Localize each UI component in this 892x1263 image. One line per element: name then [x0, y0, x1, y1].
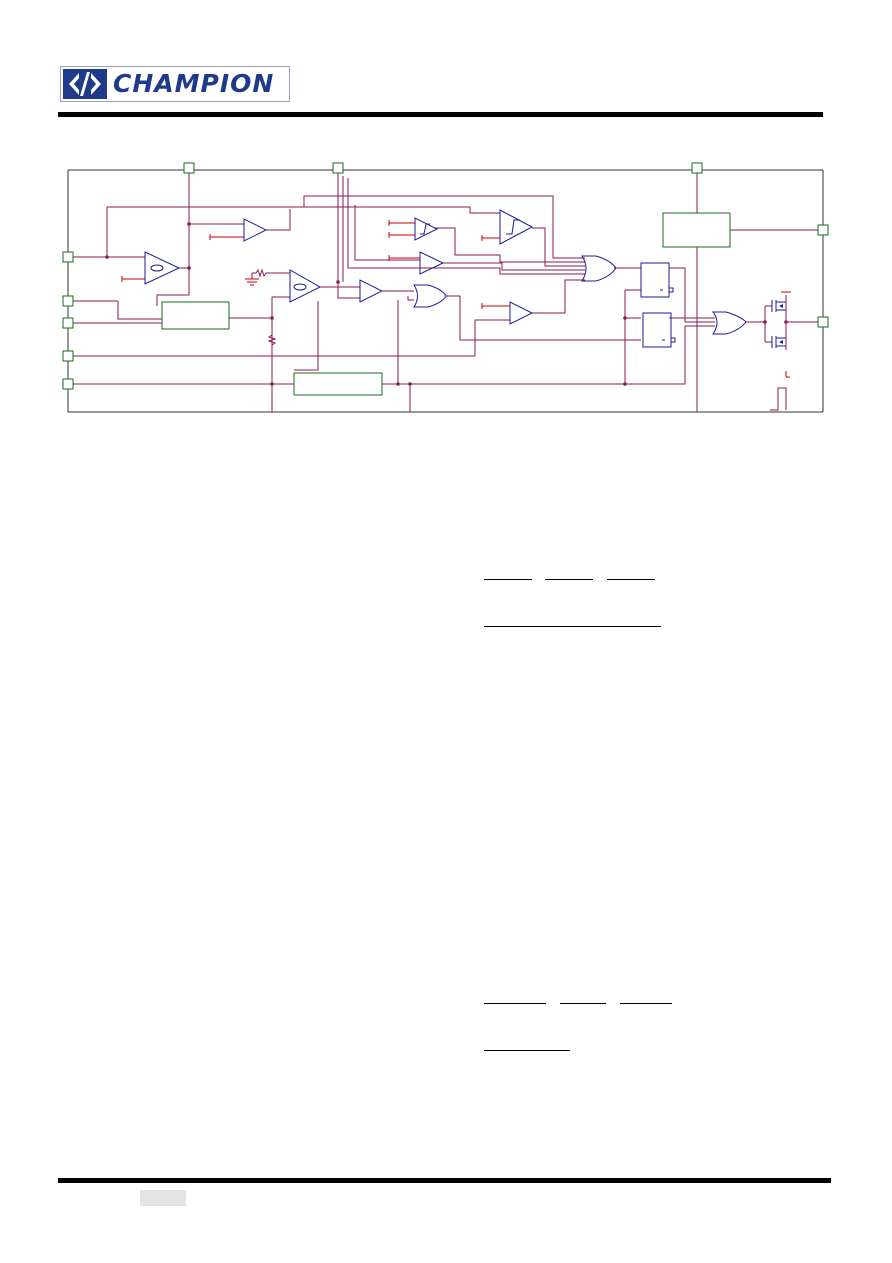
error-amplifier — [144, 251, 181, 285]
pin-top-2 — [332, 162, 344, 174]
schmitt-2 — [499, 209, 534, 245]
output-stage — [771, 300, 786, 348]
comparator-2 — [419, 251, 445, 275]
wire-junctions — [105, 222, 788, 386]
pin-right-2 — [817, 316, 829, 328]
block-soft-start — [161, 301, 230, 330]
pin-left-4 — [62, 350, 74, 362]
buffer — [359, 279, 384, 303]
or-gate-3 — [711, 311, 747, 335]
pin-top-3 — [691, 162, 703, 174]
pins — [62, 162, 829, 390]
equation-1-denominator — [484, 626, 661, 627]
resistor-1 — [252, 268, 290, 278]
block-regulator — [662, 212, 731, 248]
or-gate-2 — [581, 255, 617, 282]
block-oscillator — [293, 372, 383, 396]
pin-right-1 — [817, 224, 829, 236]
pin-left-5 — [62, 378, 74, 390]
wires — [68, 170, 823, 412]
header-rule — [58, 112, 823, 117]
flip-flop-2 — [642, 312, 672, 348]
pin-left-2 — [62, 295, 74, 307]
equation-2-numerator-2 — [560, 1003, 606, 1004]
schmitt-1 — [414, 217, 439, 241]
footer-rule — [58, 1178, 831, 1183]
flip-flop-1 — [640, 262, 670, 298]
output-waveform — [770, 387, 787, 411]
equation-2-numerator-1 — [484, 1003, 546, 1004]
pin-left-1 — [62, 251, 74, 263]
resistors — [252, 268, 290, 356]
equation-1-numerator-2 — [545, 579, 593, 580]
equation-2-denominator — [484, 1050, 570, 1051]
amplifiers — [144, 209, 534, 325]
reference-stubs — [121, 220, 510, 309]
equation-2-numerator-3 — [620, 1003, 672, 1004]
company-logo: CHAMPION — [60, 66, 290, 102]
comparator-3 — [509, 301, 534, 325]
or-gate-1 — [413, 284, 447, 308]
resistor-2 — [267, 330, 277, 356]
page-number-tab — [140, 1190, 186, 1206]
comparator-1 — [243, 218, 268, 242]
champion-logo-icon — [63, 69, 107, 99]
function-blocks — [161, 212, 731, 396]
equation-1-numerator-1 — [484, 579, 532, 580]
pin-top-1 — [183, 162, 195, 174]
diagram-frame — [67, 169, 824, 413]
logo-wordmark: CHAMPION — [113, 69, 275, 98]
ground-icon — [245, 273, 259, 286]
flip-flops — [640, 262, 676, 348]
logic-gates — [413, 255, 747, 335]
pwm-comparator — [289, 269, 322, 303]
pin-left-3 — [62, 317, 74, 329]
equation-1-numerator-3 — [607, 579, 655, 580]
